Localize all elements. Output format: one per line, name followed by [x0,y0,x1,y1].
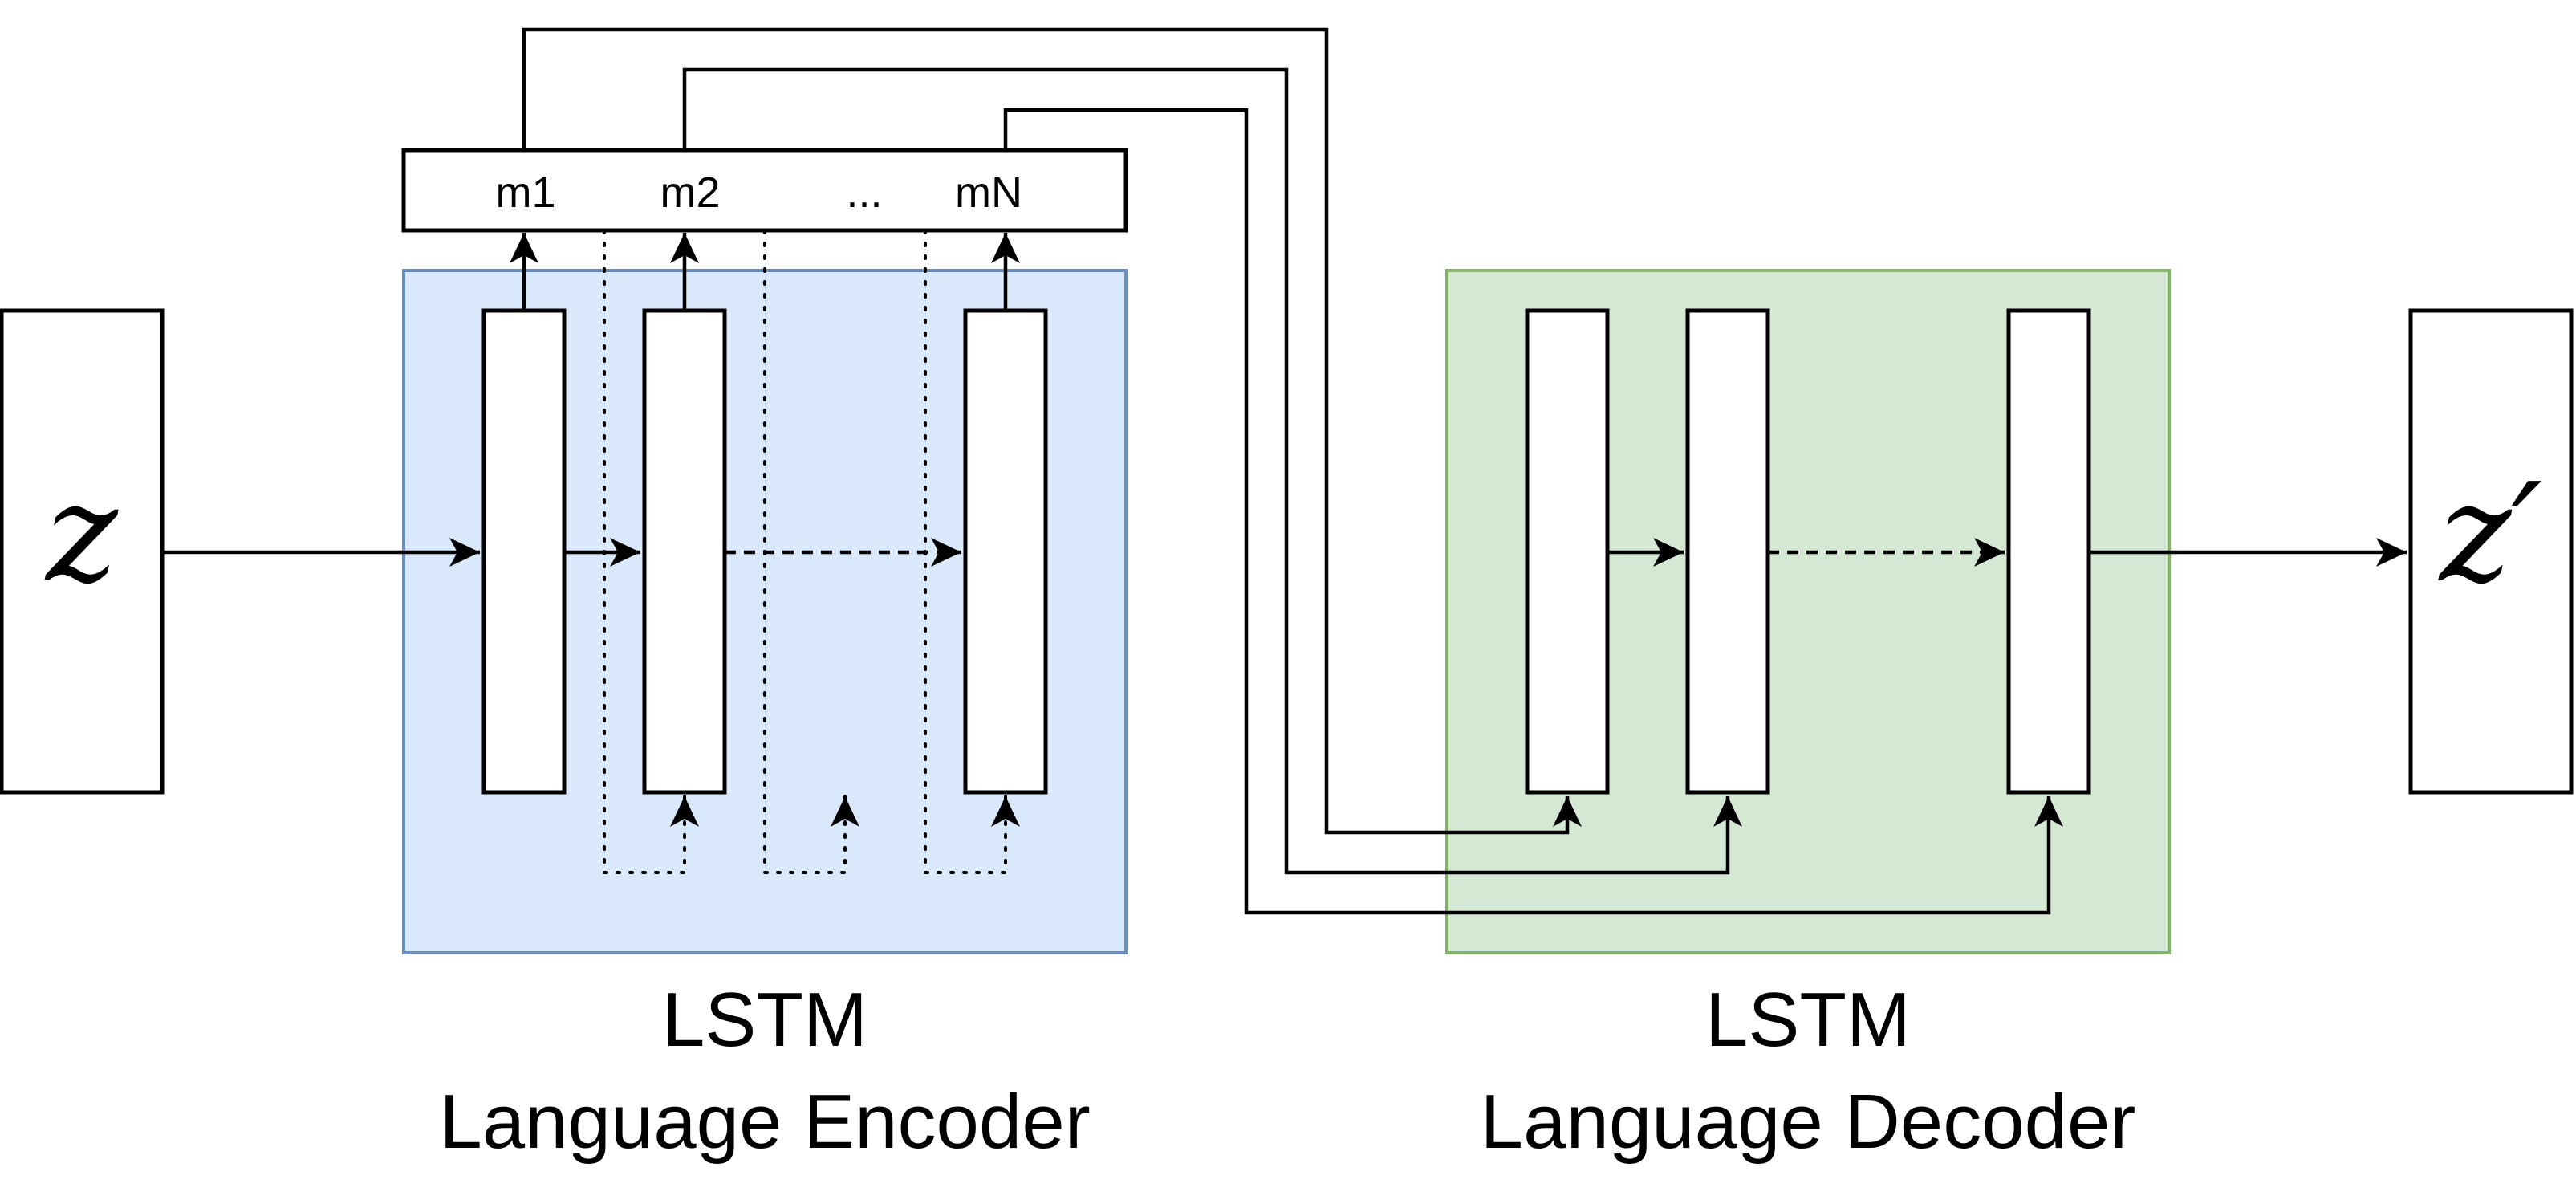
connector-mn-to-decoder-cell-n [1003,108,2063,915]
memory-label-mn: mN [955,169,1022,217]
memory-label-m1: m1 [495,169,555,217]
encoder-cell-1 [481,308,567,795]
encoder-cell-n [963,308,1048,795]
decoder-cell-n [2006,308,2091,795]
dotted-feedback-1 [603,229,699,874]
encoder-title-line1: LSTM [662,977,867,1063]
output-symbol: z′ [2438,454,2542,613]
dotted-feedback-2 [763,229,859,874]
input-box [0,308,165,795]
decoder-cell-2 [1685,308,1770,795]
output-box [2408,308,2574,795]
memory-label-m2: m2 [660,169,720,217]
connector-m1-to-decoder-cell-1 [522,27,1582,835]
dotted-feedback-3 [924,229,1020,874]
input-symbol: z [44,454,119,613]
encoder-title-line2: Language Encoder [439,1079,1090,1165]
decoder-cell-1 [1525,308,1610,795]
encoder-cell-2 [642,308,727,795]
connector-m2-to-decoder-cell-2 [682,67,1742,875]
decoder-title-line1: LSTM [1705,977,1911,1063]
memory-label-ellipsis: ... [846,169,882,217]
decoder-title-line2: Language Decoder [1481,1079,2136,1165]
